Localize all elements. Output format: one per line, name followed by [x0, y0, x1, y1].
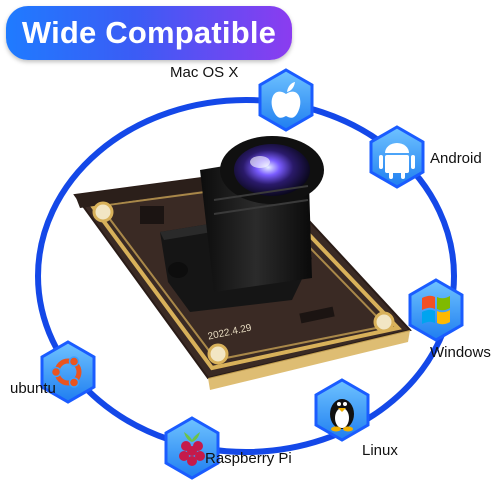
hex-android — [369, 125, 425, 189]
label-windows: Windows — [430, 344, 491, 361]
ubuntu-icon — [50, 356, 82, 388]
lens — [200, 136, 324, 292]
wide-compatible-banner: Wide Compatible — [6, 6, 292, 60]
windows-icon — [422, 295, 450, 325]
apple-icon — [271, 82, 301, 118]
label-linux: Linux — [362, 442, 398, 459]
label-ubuntu: ubuntu — [10, 380, 56, 397]
label-android: Android — [430, 150, 482, 167]
connection-ring — [35, 97, 457, 455]
hex-raspberry — [164, 416, 220, 480]
hex-mac — [258, 68, 314, 132]
raspberry-pi-icon — [179, 432, 205, 466]
label-raspberry: Raspberry Pi — [205, 450, 292, 467]
android-icon — [379, 143, 415, 179]
hex-windows — [408, 278, 464, 342]
hex-linux — [314, 378, 370, 442]
hex-ubuntu — [40, 340, 96, 404]
banner-title: Wide Compatible — [21, 15, 277, 50]
label-mac: Mac OS X — [170, 64, 239, 81]
tux-icon — [330, 399, 354, 432]
